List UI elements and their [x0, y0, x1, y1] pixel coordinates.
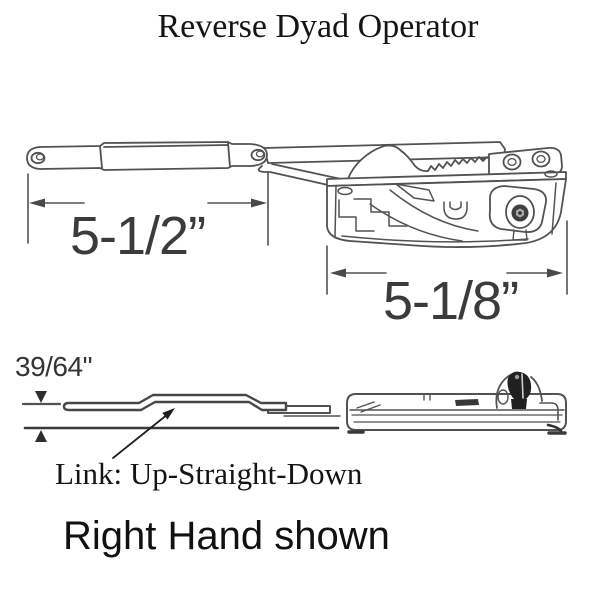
arm-length-dimension: 5-1/2” — [70, 206, 206, 266]
mounting-hole — [531, 150, 551, 168]
arm-seam — [99, 145, 103, 169]
link-height-dimension: 39/64" — [15, 351, 93, 382]
arrowhead-right — [547, 268, 563, 278]
diagram-title: Reverse Dyad Operator — [157, 8, 479, 45]
arm-seam — [227, 142, 231, 168]
arrowhead-right — [251, 198, 267, 208]
latch-slot — [455, 399, 479, 406]
arrowhead — [162, 408, 175, 420]
mounting-hole — [502, 153, 522, 171]
link-annotation: Link: Up-Straight-Down — [55, 456, 363, 491]
arm-hole-right-inner — [255, 150, 265, 158]
operator-body — [326, 144, 567, 248]
arm-hole-right — [250, 148, 266, 162]
housing-interior-details — [334, 170, 558, 243]
arrowhead-left — [330, 268, 346, 278]
handedness-note: Right Hand shown — [63, 514, 390, 558]
link-profile — [62, 393, 288, 412]
handle-knob — [495, 371, 543, 409]
pivot-stud — [488, 185, 547, 241]
arrowhead-left — [29, 198, 45, 208]
arm-hole-left — [30, 151, 46, 165]
body-width-dimension: 5-1/8” — [383, 271, 519, 331]
top-view-drawing — [26, 141, 568, 295]
arm-dimension-lines — [27, 171, 269, 246]
arrow-up — [35, 430, 47, 442]
arm-hole-left-inner — [35, 153, 45, 161]
offset-dimension-marks — [21, 391, 340, 442]
arm-channel-line — [103, 144, 229, 148]
arrow-down — [35, 391, 47, 403]
body-dimension-lines — [326, 220, 568, 295]
operator-arm — [26, 141, 268, 171]
side-view-drawing — [21, 371, 567, 459]
housing-profile — [346, 371, 567, 435]
leader-arrow — [112, 408, 175, 459]
